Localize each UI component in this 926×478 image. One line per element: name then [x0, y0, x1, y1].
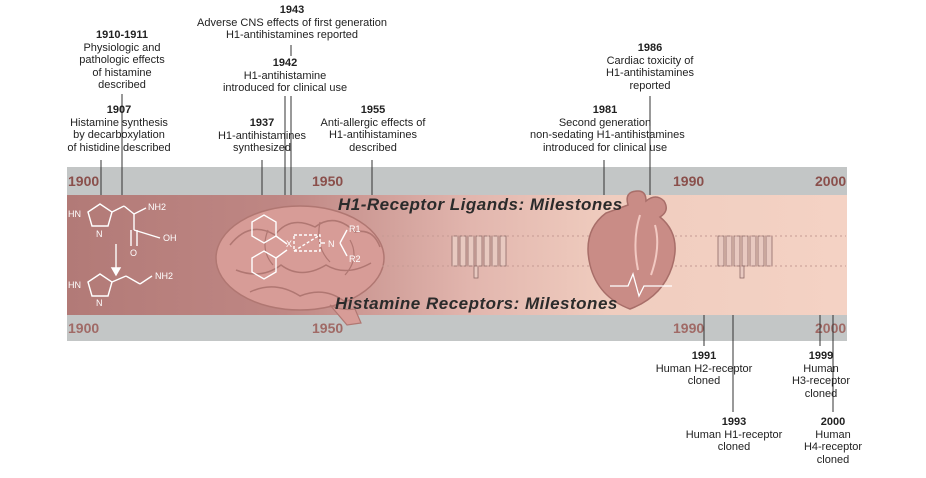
histamine-n-label: N	[96, 298, 103, 308]
histamine-nh-label: HN	[68, 280, 81, 290]
receptors-milestones-title: Histamine Receptors: Milestones	[335, 294, 618, 313]
top-axis-band	[67, 167, 847, 195]
bottom-axis-label-1990: 1990	[673, 320, 705, 336]
receptor-helix	[765, 235, 773, 267]
histidine-n-label: N	[96, 229, 103, 239]
receptor-helix	[491, 235, 499, 267]
event-year: 1955	[360, 104, 386, 116]
event-year: 1910-1911	[96, 29, 148, 41]
receptor-helix	[717, 235, 725, 267]
bottom-axis-label-2000: 2000	[815, 320, 847, 336]
histidine-structure	[87, 203, 161, 277]
event-year: 1993	[721, 416, 747, 428]
receptor-helix	[741, 235, 749, 267]
event-year: 1991	[691, 350, 717, 362]
antihistamine-n-label: N	[328, 239, 335, 249]
receptor-helix	[483, 235, 491, 267]
event-year: 1907	[106, 104, 132, 116]
bottom-axis-band	[67, 315, 847, 341]
histidine-nh-label: HN	[68, 209, 81, 219]
bottom-axis-label-1900: 1900	[68, 320, 100, 336]
event-year: 2000	[820, 416, 846, 428]
receptor-helix	[475, 235, 483, 267]
histidine-o-label: O	[130, 248, 138, 258]
antihistamine-r1-label: R1	[349, 224, 361, 234]
event-year: 1999	[808, 350, 834, 362]
bottom-axis-label-1950: 1950	[312, 320, 344, 336]
heart-illustration	[587, 190, 676, 310]
receptor-helix	[733, 235, 741, 267]
event-year: 1986	[637, 42, 663, 54]
top-axis-label-2000: 2000	[815, 173, 847, 189]
antihistamine-r2-label: R2	[349, 254, 361, 264]
brain-illustration	[215, 205, 385, 326]
event-year: 1937	[249, 117, 275, 129]
receptor-helix	[749, 235, 757, 267]
receptor-helix	[757, 235, 765, 267]
antihistamine-structure	[251, 214, 348, 280]
receptor-helix	[467, 235, 475, 267]
histidine-nh2-label: NH2	[148, 202, 167, 212]
event-year: 1943	[279, 4, 305, 16]
top-axis-label-1900: 1900	[68, 173, 100, 189]
top-axis-label-1950: 1950	[312, 173, 344, 189]
top-axis-label-1990: 1990	[673, 173, 705, 189]
event-year: 1942	[272, 57, 298, 69]
ligands-milestones-title: H1-Receptor Ligands: Milestones	[338, 195, 623, 214]
receptor-helix	[451, 235, 459, 267]
event-year: 1981	[592, 104, 618, 116]
receptor-tail	[739, 265, 745, 279]
receptor-helix	[459, 235, 467, 267]
receptor-helix	[499, 235, 507, 267]
histamine-nh2-label: NH2	[155, 271, 174, 281]
receptor-tail	[473, 265, 479, 279]
receptor-helix	[725, 235, 733, 267]
histidine-oh-label: OH	[163, 233, 177, 243]
histamine-structure	[87, 273, 153, 297]
antihistamine-x-label: X	[286, 239, 293, 249]
event-1943: 1943 Adverse CNS effects of first genera…	[192, 4, 392, 42]
